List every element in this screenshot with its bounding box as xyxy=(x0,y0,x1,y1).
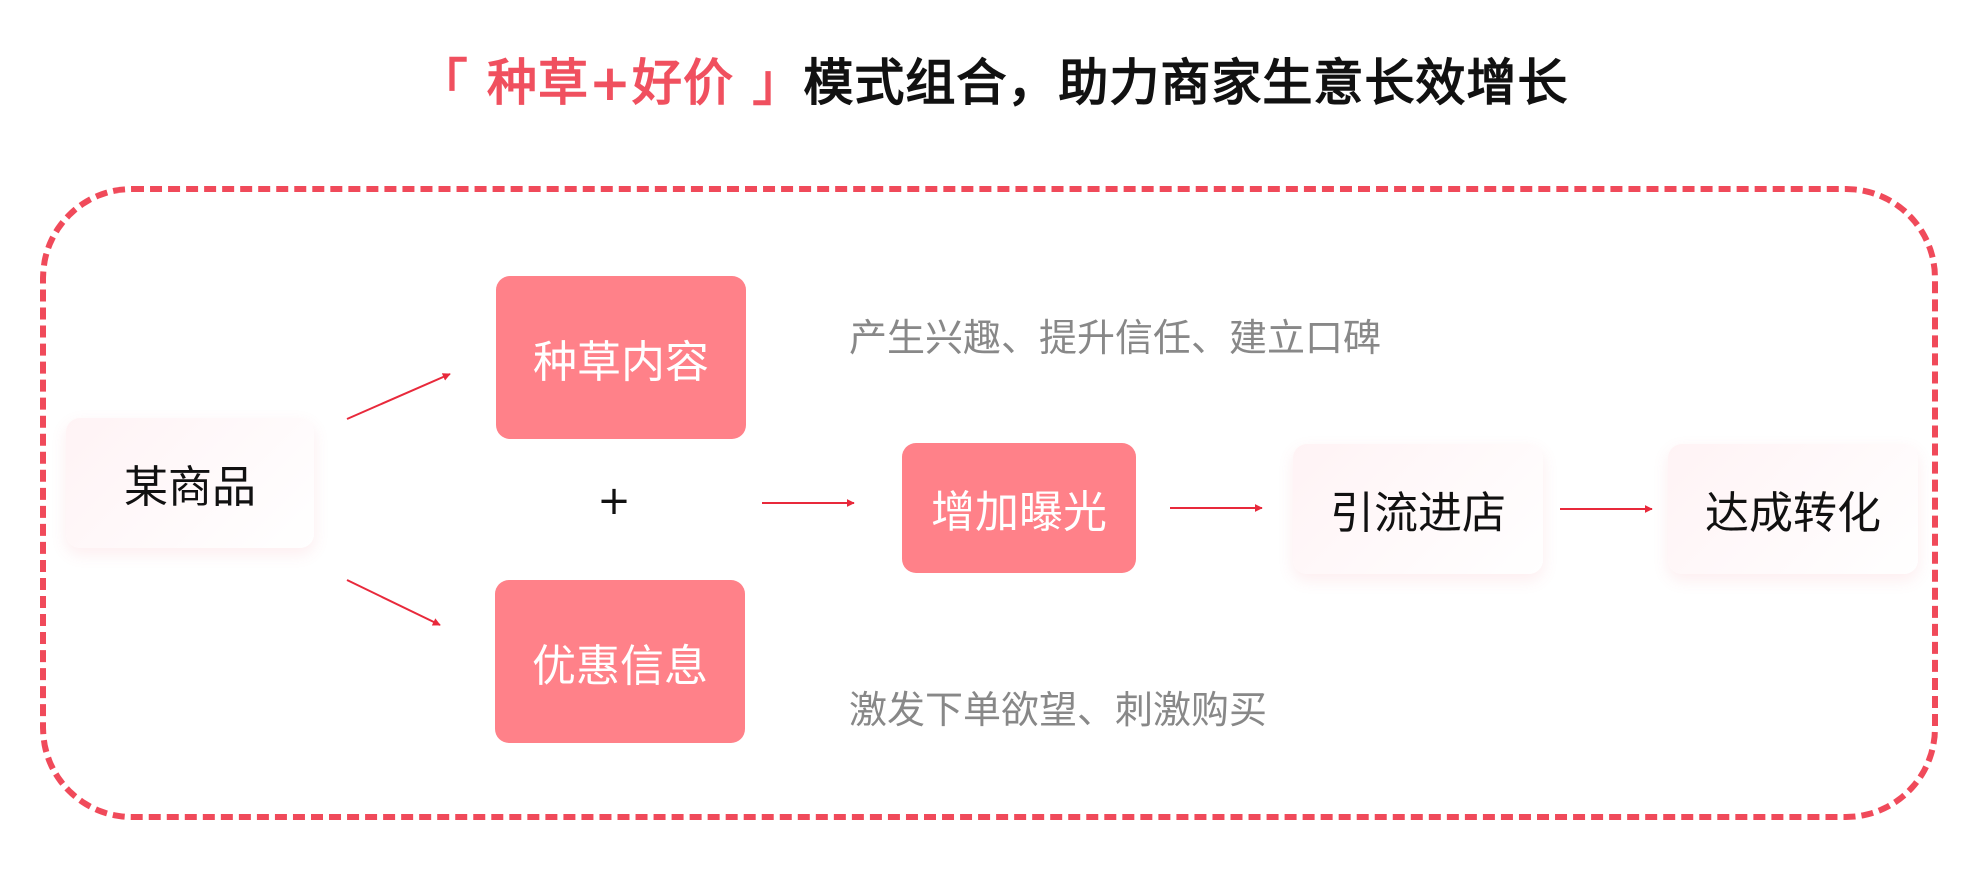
node-conversion: 达成转化 xyxy=(1668,444,1918,574)
node-traffic: 引流进店 xyxy=(1293,444,1543,574)
title-highlight: 「 种草+好价 」 xyxy=(417,54,804,112)
title-rest: 模式组合，助力商家生意长效增长 xyxy=(803,54,1569,112)
dashed-frame xyxy=(40,186,1938,820)
node-seeding-content: 种草内容 xyxy=(496,276,746,439)
diagram-title: 「 种草+好价 」模式组合，助力商家生意长效增长 xyxy=(0,48,1986,118)
node-exposure: 增加曝光 xyxy=(902,443,1136,573)
node-product: 某商品 xyxy=(66,418,314,548)
plus-sign: + xyxy=(597,478,631,524)
node-discount-info: 优惠信息 xyxy=(495,580,745,743)
note-discount: 激发下单欲望、刺激购买 xyxy=(849,688,1268,732)
note-seeding: 产生兴趣、提升信任、建立口碑 xyxy=(849,316,1382,360)
